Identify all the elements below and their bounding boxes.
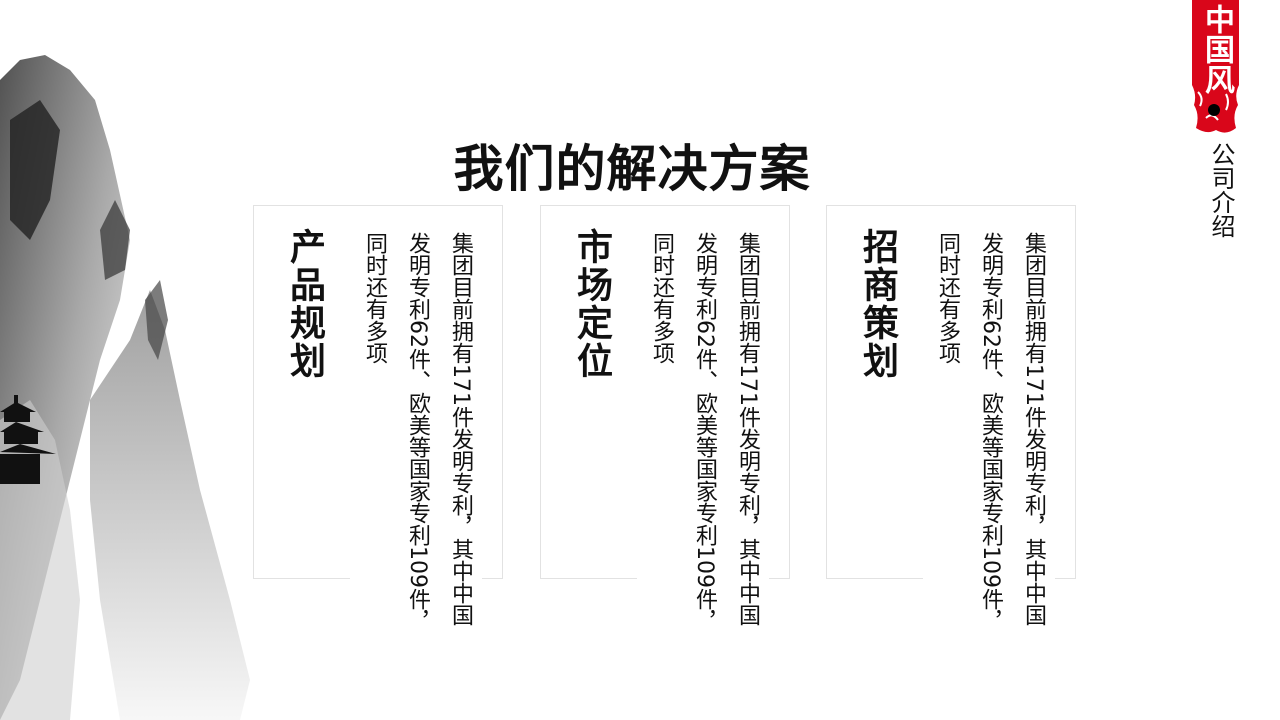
card-body: 集团目前拥有171件发明专利，其中中国发明专利62件、欧美等国家专利109件，同… bbox=[923, 232, 1055, 632]
slide-title: 我们的解决方案 bbox=[453, 139, 811, 198]
pagoda-icon bbox=[0, 395, 56, 484]
card-body: 集团目前拥有171件发明专利，其中中国发明专利62件、欧美等国家专利109件，同… bbox=[637, 232, 769, 632]
seal-text: 中国风 bbox=[1199, 4, 1234, 94]
card-title: 招商策划 bbox=[857, 228, 898, 380]
ink-mountain-illustration bbox=[0, 55, 250, 720]
red-seal-icon bbox=[1192, 0, 1239, 133]
card-body: 集团目前拥有171件发明专利，其中中国发明专利62件、欧美等国家专利109件，同… bbox=[350, 232, 482, 632]
card-title: 产品规划 bbox=[284, 228, 325, 380]
section-label: 公司介绍 bbox=[1207, 142, 1235, 238]
card-title: 市场定位 bbox=[571, 228, 612, 380]
